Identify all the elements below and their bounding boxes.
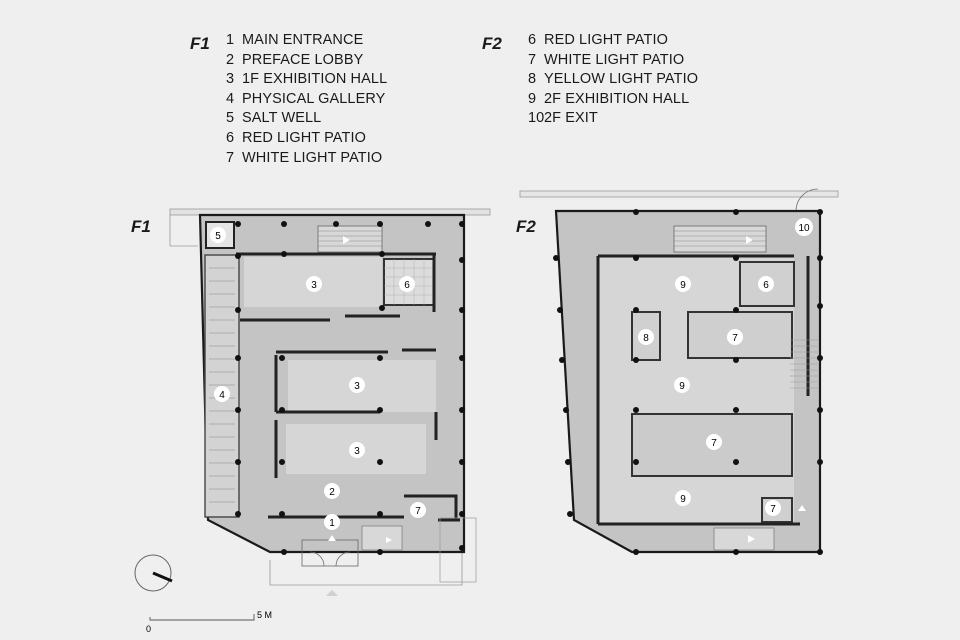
marker-white-light-patio: 7 bbox=[765, 500, 781, 516]
door-swing bbox=[309, 551, 351, 567]
arrow-icon bbox=[386, 537, 392, 543]
marker-white-light-patio: 7 bbox=[410, 502, 426, 518]
marker-exhibition-hall: 3 bbox=[349, 442, 365, 458]
arrow-icon bbox=[798, 505, 806, 511]
legend-f2-tag: F2 bbox=[482, 34, 502, 53]
scale-end-label: 5 M bbox=[257, 610, 272, 620]
scale-bar: 0 5 M bbox=[146, 610, 272, 634]
plan-f2: 10 9 6 8 7 9 7 9 7 bbox=[519, 188, 839, 555]
arrow-icon bbox=[746, 236, 753, 244]
svg-text:3: 3 bbox=[354, 381, 360, 392]
stair-f2-side bbox=[790, 339, 818, 389]
arrow-icon bbox=[326, 590, 338, 596]
svg-text:9: 9 bbox=[680, 280, 686, 291]
stair-treads bbox=[674, 230, 766, 247]
plan-f1-tag: F1 bbox=[131, 217, 151, 236]
gallery-slats bbox=[209, 267, 235, 503]
arrow-icon bbox=[328, 535, 336, 541]
stair-f1-top bbox=[317, 225, 383, 253]
svg-text:6: 6 bbox=[763, 280, 769, 291]
marker-exhibition-hall: 3 bbox=[349, 377, 365, 393]
site-edge-line bbox=[169, 215, 198, 247]
svg-text:7: 7 bbox=[770, 504, 776, 515]
svg-text:3: 3 bbox=[354, 446, 360, 457]
svg-text:10: 10 bbox=[798, 223, 810, 234]
stair-f2-bottom bbox=[713, 527, 775, 551]
plan-f1: 5 3 6 3 4 3 2 1 7 bbox=[169, 208, 491, 596]
svg-text:4: 4 bbox=[219, 390, 225, 401]
arrow-icon bbox=[343, 236, 350, 244]
svg-text:3: 3 bbox=[311, 280, 317, 291]
marker-white-light-patio: 7 bbox=[706, 434, 722, 450]
north-arrow-icon bbox=[134, 554, 173, 592]
legend-item: 102F EXIT bbox=[528, 110, 598, 127]
svg-text:7: 7 bbox=[415, 506, 421, 517]
marker-2f-exhibition-hall: 9 bbox=[675, 490, 691, 506]
marker-2f-exit: 10 bbox=[795, 218, 813, 236]
svg-text:5: 5 bbox=[215, 231, 221, 242]
marker-salt-well: 5 bbox=[210, 227, 226, 243]
svg-text:2: 2 bbox=[329, 487, 335, 498]
marker-physical-gallery: 4 bbox=[214, 386, 230, 402]
svg-text:9: 9 bbox=[680, 494, 686, 505]
marker-yellow-light-patio: 8 bbox=[638, 329, 654, 345]
marker-2f-exhibition-hall: 9 bbox=[675, 276, 691, 292]
svg-text:1: 1 bbox=[329, 518, 335, 529]
marker-preface-lobby: 2 bbox=[324, 483, 340, 499]
svg-text:7: 7 bbox=[711, 438, 717, 449]
marker-red-light-patio: 6 bbox=[399, 276, 415, 292]
marker-main-entrance: 1 bbox=[324, 514, 340, 530]
walls-f2 bbox=[596, 254, 810, 526]
stair-f2-top bbox=[673, 225, 767, 253]
arrow-icon bbox=[748, 535, 755, 543]
walls-f1 bbox=[236, 252, 460, 522]
legend-f1-tag: F1 bbox=[190, 34, 210, 53]
columns-f2 bbox=[553, 209, 823, 555]
site-edge-line bbox=[269, 540, 463, 586]
columns-f1 bbox=[235, 221, 465, 555]
scale-zero-label: 0 bbox=[146, 624, 151, 634]
exit-door-swing bbox=[795, 188, 819, 212]
stair-f1-bottom bbox=[361, 525, 403, 551]
markers-f2: 10 9 6 8 7 9 7 9 7 bbox=[638, 218, 813, 516]
ramp bbox=[439, 517, 477, 583]
marker-white-light-patio: 7 bbox=[727, 329, 743, 345]
svg-text:6: 6 bbox=[404, 280, 410, 291]
svg-text:9: 9 bbox=[679, 381, 685, 392]
stair-treads bbox=[318, 230, 382, 247]
plan-f2-tag: F2 bbox=[516, 217, 536, 236]
marker-2f-exhibition-hall: 9 bbox=[674, 377, 690, 393]
marker-red-light-patio: 6 bbox=[758, 276, 774, 292]
marker-exhibition-hall: 3 bbox=[306, 276, 322, 292]
markers-f1: 5 3 6 3 4 3 2 1 7 bbox=[210, 227, 426, 530]
svg-text:7: 7 bbox=[732, 333, 738, 344]
canopy-edge bbox=[519, 190, 839, 198]
svg-text:8: 8 bbox=[643, 333, 649, 344]
